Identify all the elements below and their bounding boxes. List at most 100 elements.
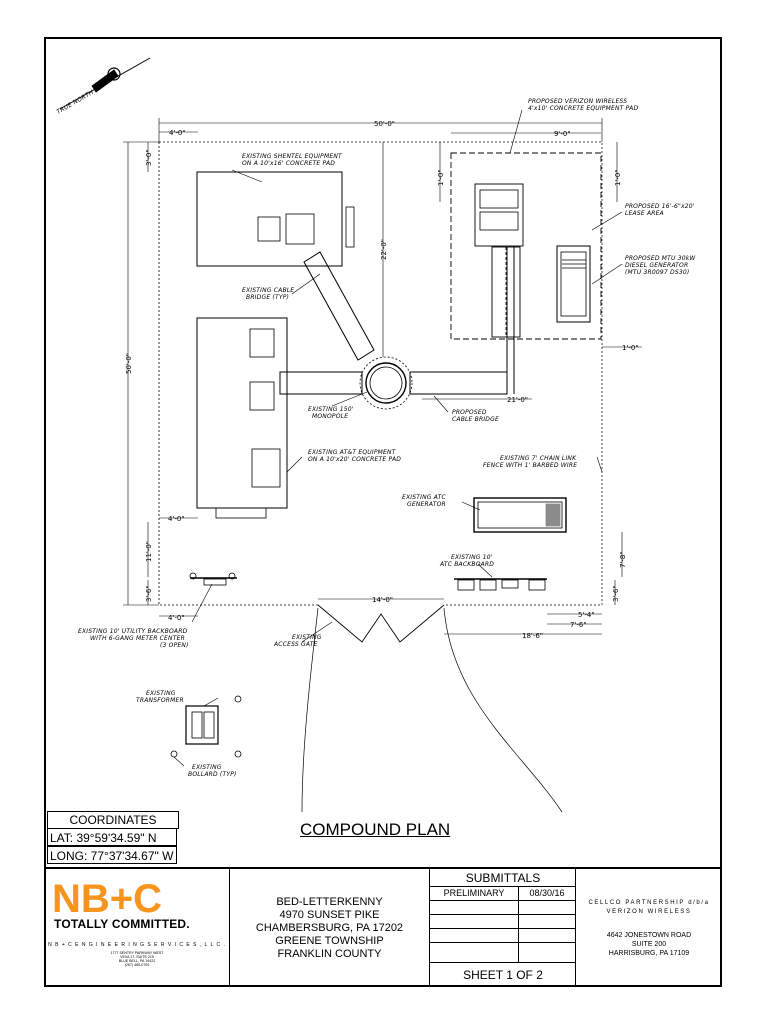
note-cable-bridge-existing: EXISTING CABLE: [242, 287, 294, 294]
bollard-icon: [234, 695, 242, 703]
note-transformer: EXISTING: [146, 690, 176, 697]
note-gate: EXISTING: [292, 634, 322, 641]
company-logo-cell: NB+C TOTALLY COMMITTED. N B + C E N G I …: [44, 869, 230, 987]
longitude: LONG: 77°37'34.67" W: [47, 846, 177, 864]
monopole-icon: [359, 356, 413, 410]
drawing-sheet: TRUE NORTH 50'-0" 4'-0" 50'-0" 3'-0" 22'…: [44, 37, 722, 987]
dim-right-top-a: 1'-0": [437, 169, 445, 186]
note-shentel: EXISTING SHENTEL EQUIPMENT: [242, 153, 343, 160]
transformer: [185, 705, 219, 745]
dim-lease-width: 9'-0": [554, 130, 571, 138]
logo-address: 1777 SENTRY PARKWAY WEST: [110, 951, 164, 955]
site-info-cell: BED-LETTERKENNY 4970 SUNSET PIKE CHAMBER…: [230, 869, 430, 987]
svg-text:FENCE WITH 1' BARBED WIRE: FENCE WITH 1' BARBED WIRE: [483, 462, 577, 469]
svg-text:ON A 10'x16' CONCRETE PAD: ON A 10'x16' CONCRETE PAD: [242, 160, 335, 167]
bollard-icon: [234, 750, 242, 758]
submittals-cell: SUBMITTALS PRELIMINARY 08/30/16 SHEET 1 …: [430, 869, 576, 987]
dim-left-mid-offset: 4'-0": [168, 515, 185, 523]
sheet-number: SHEET 1 OF 2: [463, 968, 543, 982]
svg-text:GENERATOR: GENERATOR: [407, 501, 446, 508]
note-cable-bridge-proposed: PROPOSED: [452, 409, 487, 416]
note-atc-backboard: EXISTING 10': [451, 554, 493, 561]
svg-text:BRIDGE (TYP): BRIDGE (TYP): [246, 294, 289, 301]
title-block: NB+C TOTALLY COMMITTED. N B + C E N G I …: [44, 867, 722, 987]
note-verizon-pad: PROPOSED VERIZON WIRELESS: [528, 98, 627, 105]
proposed-lease-area: [450, 152, 602, 340]
note-lease: PROPOSED 16'-6"x20': [625, 203, 695, 210]
dim-right-bottom: 3'-6": [612, 585, 620, 602]
dim-right-top-b: 1'-0": [614, 169, 622, 186]
svg-text:BOLLARD (TYP): BOLLARD (TYP): [188, 771, 237, 778]
note-atc-generator: EXISTING ATC: [402, 494, 446, 501]
note-bollard: EXISTING: [192, 764, 222, 771]
dim-right-mid: 1'-0": [622, 344, 639, 352]
submittal-row: [430, 929, 576, 943]
dim-right-low: 7'-8": [619, 551, 627, 568]
svg-text:DIESEL GENERATOR: DIESEL GENERATOR: [625, 262, 688, 269]
logo-company: N B + C E N G I N E E R I N G S E R V I …: [48, 942, 226, 948]
nbc-logo-icon: NB+C: [52, 879, 162, 915]
bollard-icon: [170, 750, 178, 758]
dim-left-bottom-offset: 4'-0": [168, 614, 185, 622]
atc-generator: [473, 497, 567, 533]
svg-text:TRANSFORMER: TRANSFORMER: [136, 697, 184, 704]
dim-right-bottom-b: 7'-6": [570, 621, 587, 629]
dim-overall-top: 50'-0": [374, 120, 395, 128]
svg-text:MONOPOLE: MONOPOLE: [312, 413, 348, 420]
svg-text:4'x10' CONCRETE EQUIPMENT PAD: 4'x10' CONCRETE EQUIPMENT PAD: [528, 105, 638, 112]
compound-plan-drawing: TRUE NORTH 50'-0" 4'-0" 50'-0" 3'-0" 22'…: [56, 57, 696, 813]
dim-left-low: 11'-0": [145, 541, 153, 562]
svg-text:NB+C: NB+C: [52, 879, 162, 915]
svg-text:WITH 6-GANG METER CENTER: WITH 6-GANG METER CENTER: [90, 635, 185, 642]
site-name: BED-LETTERKENNY: [276, 895, 383, 908]
site-county: FRANKLIN COUNTY: [277, 947, 382, 960]
note-utility-backboard: EXISTING 10' UTILITY BACKBOARD: [78, 628, 188, 635]
submittal-row: [430, 943, 576, 963]
dim-top-left-offset: 4'-0": [169, 129, 186, 137]
proposed-generator: [556, 245, 591, 323]
note-fence: EXISTING 7' CHAIN LINK: [500, 455, 577, 462]
svg-text:ATC BACKBOARD: ATC BACKBOARD: [439, 561, 494, 568]
chain-link-fence: [159, 141, 603, 606]
dim-left-top-offset: 3'-0": [145, 149, 153, 166]
coordinates-box: COORDINATES LAT: 39°59'34.59" N LONG: 77…: [47, 811, 180, 868]
submittals-header: SUBMITTALS: [430, 869, 576, 887]
north-arrow-label: TRUE NORTH: [56, 89, 96, 116]
owner-address: 4642 JONESTOWN ROAD SUITE 200 HARRISBURG…: [606, 932, 692, 957]
owner-name: CELLCO PARTNERSHIP d/b/a VERIZON WIRELES…: [588, 900, 710, 915]
site-street: 4970 SUNSET PIKE: [279, 908, 380, 921]
page-title: COMPOUND PLAN: [300, 820, 451, 839]
site-township: GREENE TOWNSHIP: [275, 934, 384, 947]
dim-left-bottom: 3'-6": [145, 585, 153, 602]
dim-gate-width: 14'-0": [372, 596, 393, 604]
svg-text:LEASE AREA: LEASE AREA: [625, 210, 664, 217]
site-city: CHAMBERSBURG, PA 17202: [255, 921, 404, 934]
latitude: LAT: 39°59'34.59" N: [47, 828, 177, 846]
att-pad: [196, 317, 288, 509]
submittal-row: PRELIMINARY 08/30/16: [430, 887, 576, 901]
access-gate: [317, 604, 445, 643]
proposed-cable-bridge: [409, 247, 515, 395]
svg-text:(3 OPEN): (3 OPEN): [160, 642, 189, 649]
note-att: EXISTING AT&T EQUIPMENT: [308, 449, 397, 456]
north-arrow-icon: TRUE NORTH: [56, 57, 151, 116]
dim-bridge-len: 21'-0": [507, 396, 528, 404]
coordinates-header: COORDINATES: [47, 811, 179, 829]
svg-text:ACCESS GATE: ACCESS GATE: [273, 641, 318, 648]
access-road: [301, 607, 563, 813]
submittal-row: [430, 915, 576, 929]
svg-text:ON A 10'x20' CONCRETE PAD: ON A 10'x20' CONCRETE PAD: [308, 456, 401, 463]
dim-vertical-mid: 22'-0": [380, 239, 388, 260]
note-generator: PROPOSED MTU 30kW: [625, 255, 696, 262]
submittal-row: [430, 901, 576, 915]
dim-right-bottom-c: 18'-6": [522, 632, 543, 640]
shentel-pad: [196, 171, 343, 267]
dim-overall-left: 50'-0": [125, 353, 133, 374]
svg-text:CABLE BRIDGE: CABLE BRIDGE: [452, 416, 499, 423]
owner-cell: CELLCO PARTNERSHIP d/b/a VERIZON WIRELES…: [576, 869, 722, 987]
dim-right-bottom-a: 5'-4": [578, 611, 595, 619]
existing-cable-bridge: [279, 251, 375, 395]
logo-tagline: TOTALLY COMMITTED.: [54, 917, 190, 931]
note-monopole: EXISTING 150': [308, 406, 354, 413]
svg-text:(MTU 3R0097 DS30): (MTU 3R0097 DS30): [625, 269, 689, 276]
